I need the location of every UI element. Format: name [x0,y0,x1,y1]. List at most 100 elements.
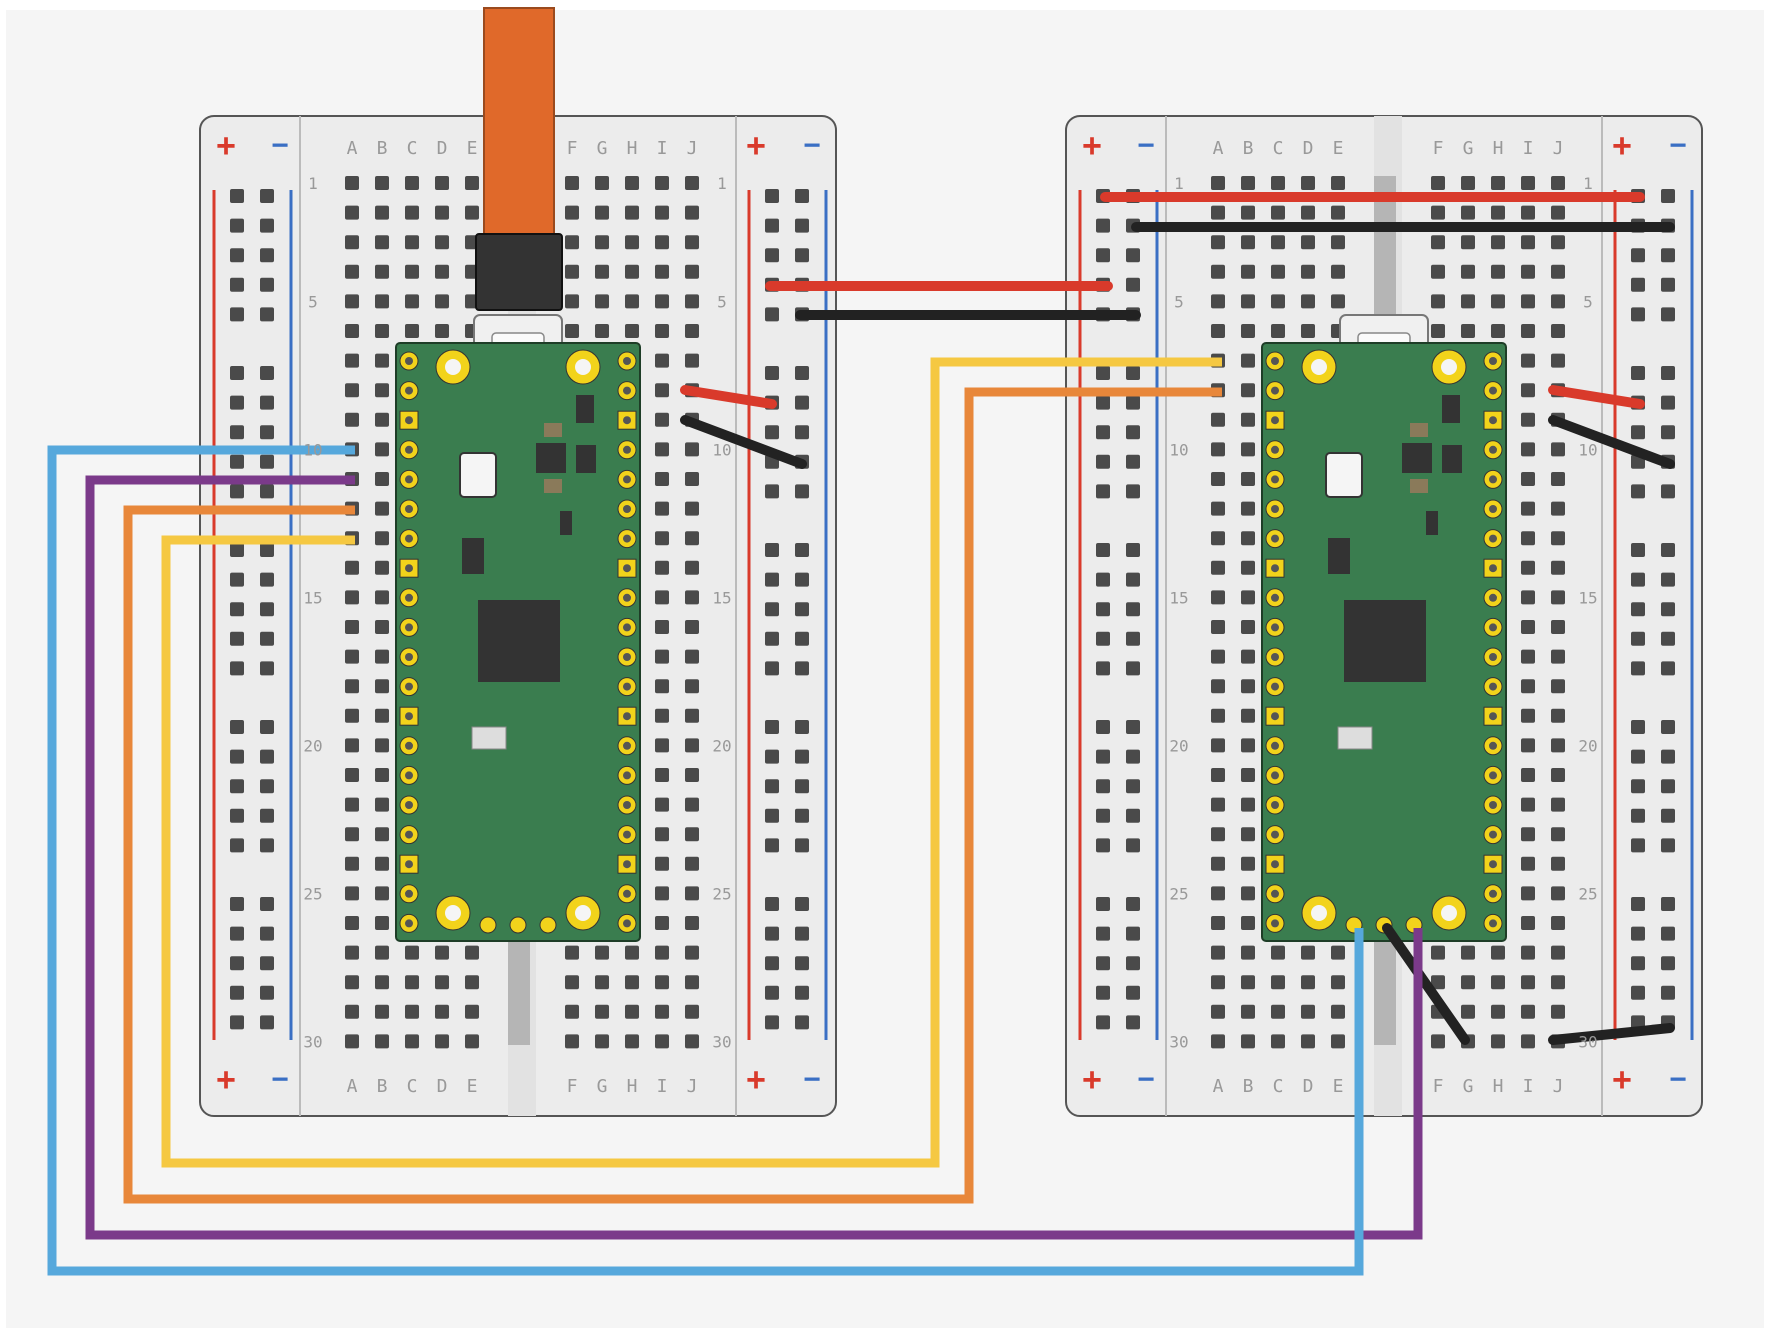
component-chip [1402,443,1432,473]
pin-hole [1489,505,1497,513]
pico-board-right-icon [1261,314,1507,942]
pin-hole [1489,801,1497,809]
breadboard-hole [685,264,699,279]
breadboard-hole [345,235,359,250]
rail-hole [795,838,809,853]
rail-hole [1631,926,1645,941]
breadboard-hole [1241,738,1255,753]
breadboard-hole [565,294,579,309]
pico-board-left-icon [395,314,641,942]
rail-hole [1631,985,1645,1000]
rail-plus-symbol: + [746,126,765,164]
column-letter-top: A [347,138,358,159]
pin-hole [623,534,631,543]
rail-hole [795,631,809,646]
pin-hole [623,830,631,839]
breadboard-hole [1551,620,1565,634]
breadboard-hole [655,916,669,930]
column-letter-bottom: B [377,1076,388,1097]
pin-hole [1271,593,1279,602]
breadboard-hole [1301,205,1315,220]
breadboard-hole [1211,472,1225,486]
pin-hole [1489,564,1497,573]
breadboard-hole [1491,1004,1505,1019]
breadboard-hole [1491,176,1505,190]
rail-hole [1631,307,1645,322]
breadboard-hole [375,205,389,220]
rail-hole [230,779,244,794]
column-letter-bottom: A [1213,1076,1224,1097]
breadboard-hole [1211,324,1225,338]
breadboard-hole [345,264,359,279]
breadboard-hole [655,620,669,634]
breadboard-hole [1521,975,1535,990]
breadboard-hole [655,886,669,901]
row-number-right: 5 [1583,292,1593,311]
component-cap [1410,479,1428,493]
breadboard-hole [1521,205,1535,220]
breadboard-hole [1211,797,1225,812]
breadboard-hole [345,679,359,694]
rail-plus-symbol: + [1082,126,1101,164]
breadboard-hole [1551,945,1565,960]
rail-hole [765,189,779,203]
breadboard-hole [1551,827,1565,842]
rail-hole [765,926,779,941]
column-letter-top: C [1273,138,1284,159]
pin-hole [623,593,631,602]
pin-hole [623,889,631,898]
breadboard-hole [345,916,359,930]
rp2040-chip-icon [1344,600,1426,682]
column-letter-bottom: E [1333,1076,1344,1097]
rail-minus-symbol: − [272,128,289,161]
rail-hole [765,631,779,646]
pin-hole [1489,712,1497,721]
rail-minus-symbol: − [1670,128,1687,161]
pin-hole [1271,445,1279,454]
breadboard-hole [1331,264,1345,279]
rail-hole [1126,661,1140,676]
row-number-left: 25 [303,884,322,903]
breadboard-hole [1461,235,1475,250]
breadboard-hole [1331,294,1345,309]
pin-hole [1271,534,1279,543]
breadboard-hole [435,264,449,279]
breadboard-hole [1241,1034,1255,1049]
breadboard-hole [375,916,389,930]
breadboard-hole [565,235,579,250]
breadboard-hole [1521,353,1535,368]
rail-hole [1631,425,1645,440]
breadboard-hole [1521,768,1535,782]
mounting-hole-center [1311,905,1327,921]
breadboard-hole [685,235,699,250]
breadboard-hole [375,501,389,516]
row-number-right: 25 [1578,884,1597,903]
rail-hole [1661,572,1675,587]
breadboard-hole [1241,205,1255,220]
rail-hole [1096,454,1110,469]
breadboard-hole [375,856,389,871]
breadboard-hole [1271,235,1285,250]
breadboard-hole [1211,916,1225,930]
rail-hole [795,543,809,557]
breadboard-hole [685,708,699,723]
breadboard-hole [1521,827,1535,842]
rail-hole [230,425,244,440]
row-number-left: 25 [1169,884,1188,903]
breadboard-hole [375,324,389,338]
pin-hole [405,593,413,602]
breadboard-hole [375,264,389,279]
breadboard-hole [625,205,639,220]
column-letter-bottom: C [1273,1076,1284,1097]
breadboard-hole [1211,264,1225,279]
breadboard-hole [1521,945,1535,960]
rail-hole [1096,838,1110,853]
breadboard-hole [1241,886,1255,901]
breadboard-hole [1461,264,1475,279]
breadboard-hole [1491,945,1505,960]
breadboard-hole [1551,264,1565,279]
breadboard-hole [1551,708,1565,723]
breadboard-hole [375,1004,389,1019]
column-letter-top: H [1493,138,1504,159]
